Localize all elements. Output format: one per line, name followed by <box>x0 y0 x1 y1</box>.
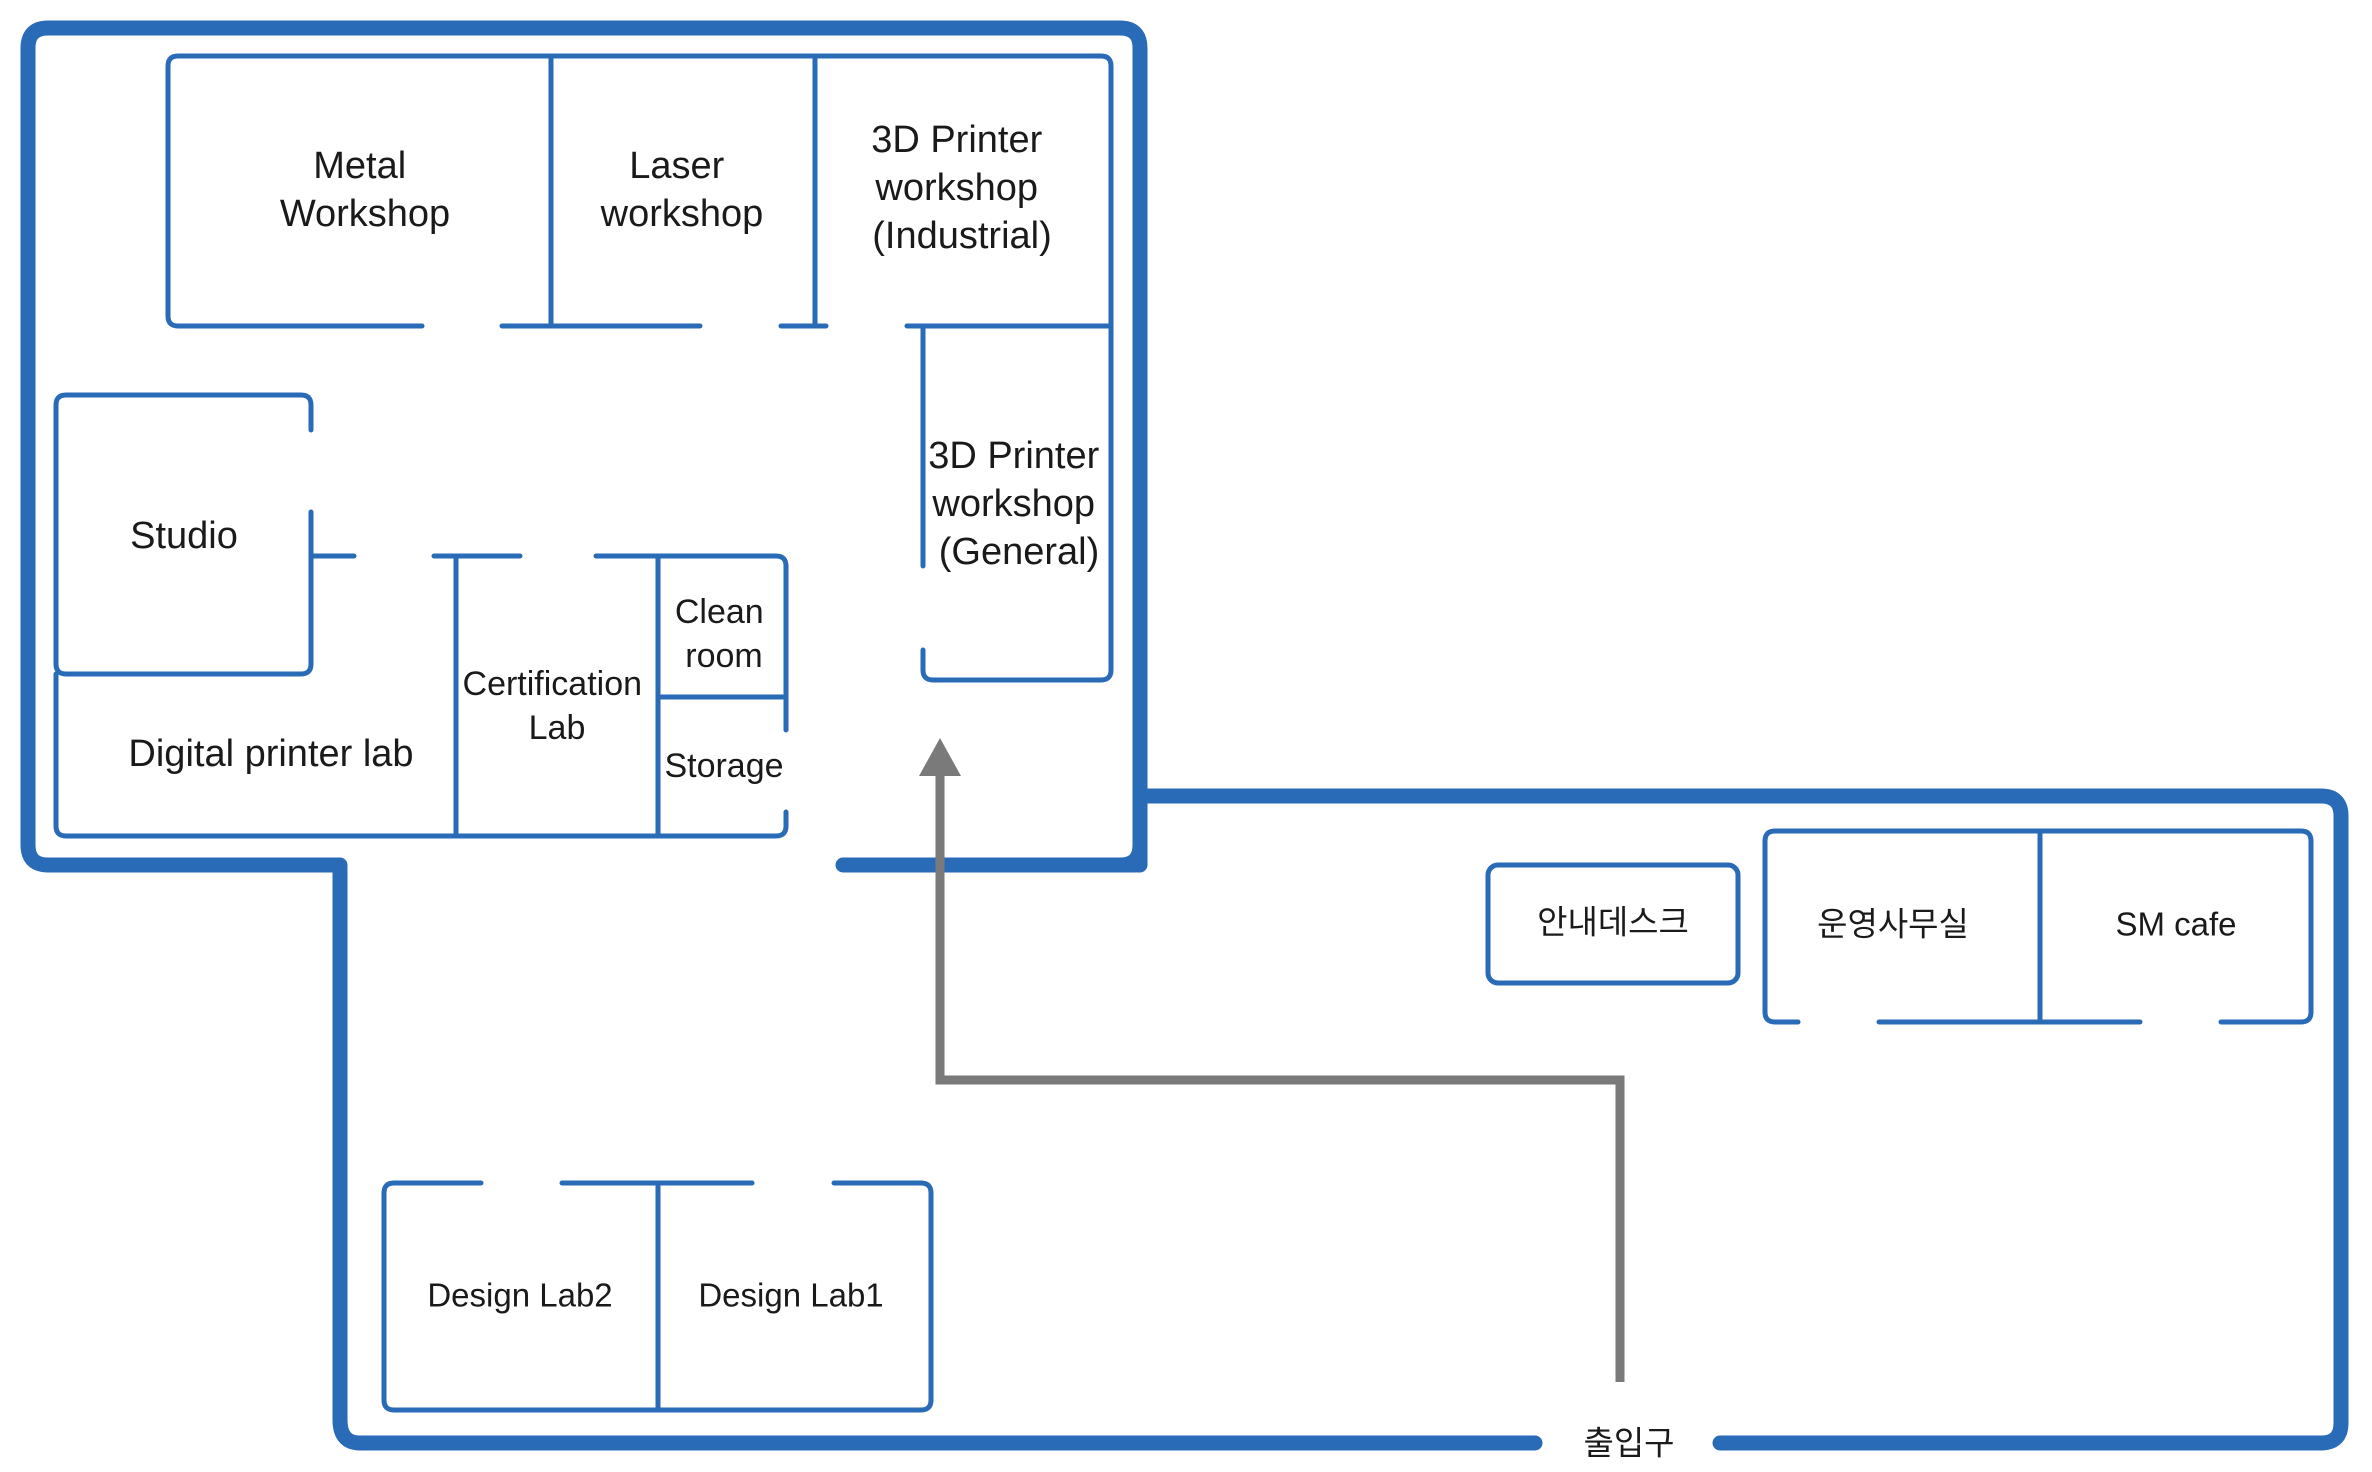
design-lab1-label: Design Lab1 <box>698 1277 883 1314</box>
info-desk-walls <box>1485 862 1741 986</box>
entrance-label: 출입구 <box>1583 1425 1674 1462</box>
digital-printer-lab-label: Digital printer lab <box>128 733 413 775</box>
printer-industrial-line2: workshop <box>874 167 1038 209</box>
entrance-route <box>919 738 1625 1382</box>
clean-room-label: Clean room <box>675 593 773 675</box>
printer-general-line3: (General) <box>939 531 1100 573</box>
route-line <box>935 770 1625 1382</box>
lower-labs-outline <box>53 553 789 839</box>
top-row-outline <box>165 53 1114 329</box>
clean-room-line2: room <box>685 637 762 675</box>
lower-left-labs <box>53 553 789 839</box>
operations-office-label: 운영사무실 <box>1817 906 1969 943</box>
sm-cafe-label: SM cafe <box>2115 906 2236 943</box>
certification-lab-line1: Certification <box>463 665 643 703</box>
printer-general-line1: 3D Printer <box>928 435 1099 477</box>
studio-room <box>53 392 314 677</box>
general-printer-room <box>920 323 1114 683</box>
route-arrow-icon <box>919 738 961 776</box>
outer-walls <box>20 20 2349 1451</box>
design-lab2-label: Design Lab2 <box>427 1277 612 1314</box>
certification-lab-label: Certification Lab <box>463 665 652 747</box>
metal-workshop-label: Metal Workshop <box>280 145 450 235</box>
studio-label: Studio <box>130 515 238 557</box>
studio-walls <box>53 392 314 677</box>
printer-industrial-line1: 3D Printer <box>871 119 1042 161</box>
general-printer-walls <box>920 323 1114 683</box>
printer-general-line2: workshop <box>931 483 1095 525</box>
top-workshops <box>165 53 1114 329</box>
upper-block-wall-right <box>1026 837 1148 873</box>
lower-labs-top-b <box>593 553 789 733</box>
storage-label: Storage <box>664 747 783 785</box>
laser-workshop-line1: Laser <box>629 145 724 187</box>
design-labs-block <box>381 1180 934 1413</box>
laser-workshop-line2: workshop <box>600 193 764 235</box>
metal-workshop-line1: Metal <box>313 145 406 187</box>
printer-industrial-label: 3D Printer workshop (Industrial) <box>871 119 1053 257</box>
info-desk-label: 안내데스크 <box>1537 904 1689 941</box>
printer-general-label: 3D Printer workshop (General) <box>928 435 1110 573</box>
certification-lab-line2: Lab <box>529 709 586 747</box>
info-desk-room <box>1485 862 1741 986</box>
printer-industrial-line3: (Industrial) <box>872 215 1052 257</box>
laser-workshop-label: Laser workshop <box>600 145 764 235</box>
metal-workshop-line2: Workshop <box>280 193 450 235</box>
labels: Metal Workshop Laser workshop 3D Printer… <box>128 119 2236 1462</box>
clean-room-line1: Clean <box>675 593 764 631</box>
lower-block-wall <box>1132 788 2349 1451</box>
office-cafe-block <box>1762 828 2314 1025</box>
upper-block-wall <box>20 20 1543 1451</box>
